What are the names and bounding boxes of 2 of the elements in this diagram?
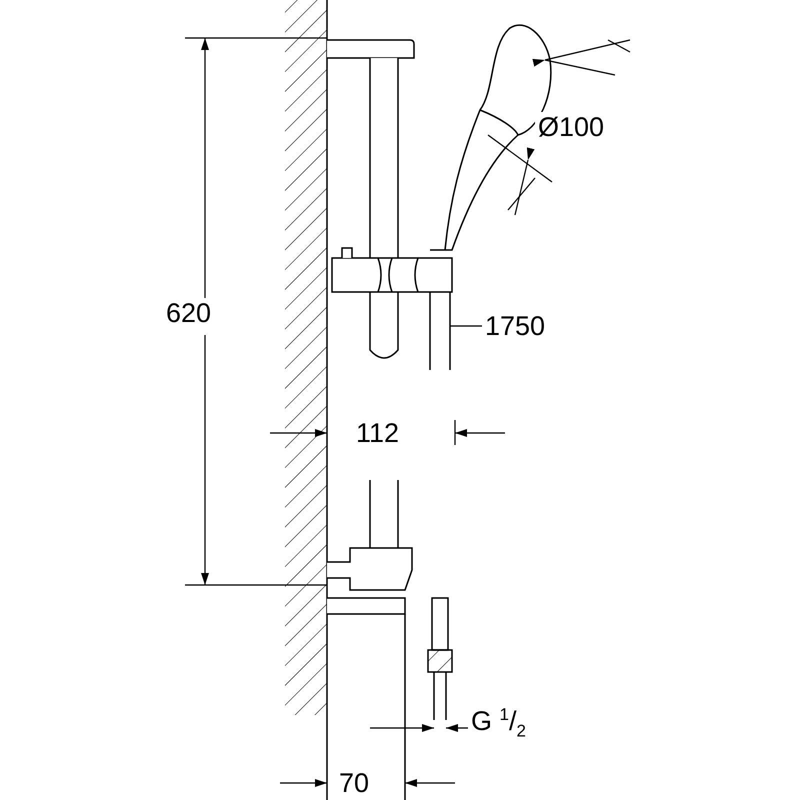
- hose-drawing: [429, 291, 451, 371]
- leader-line: [450, 325, 482, 327]
